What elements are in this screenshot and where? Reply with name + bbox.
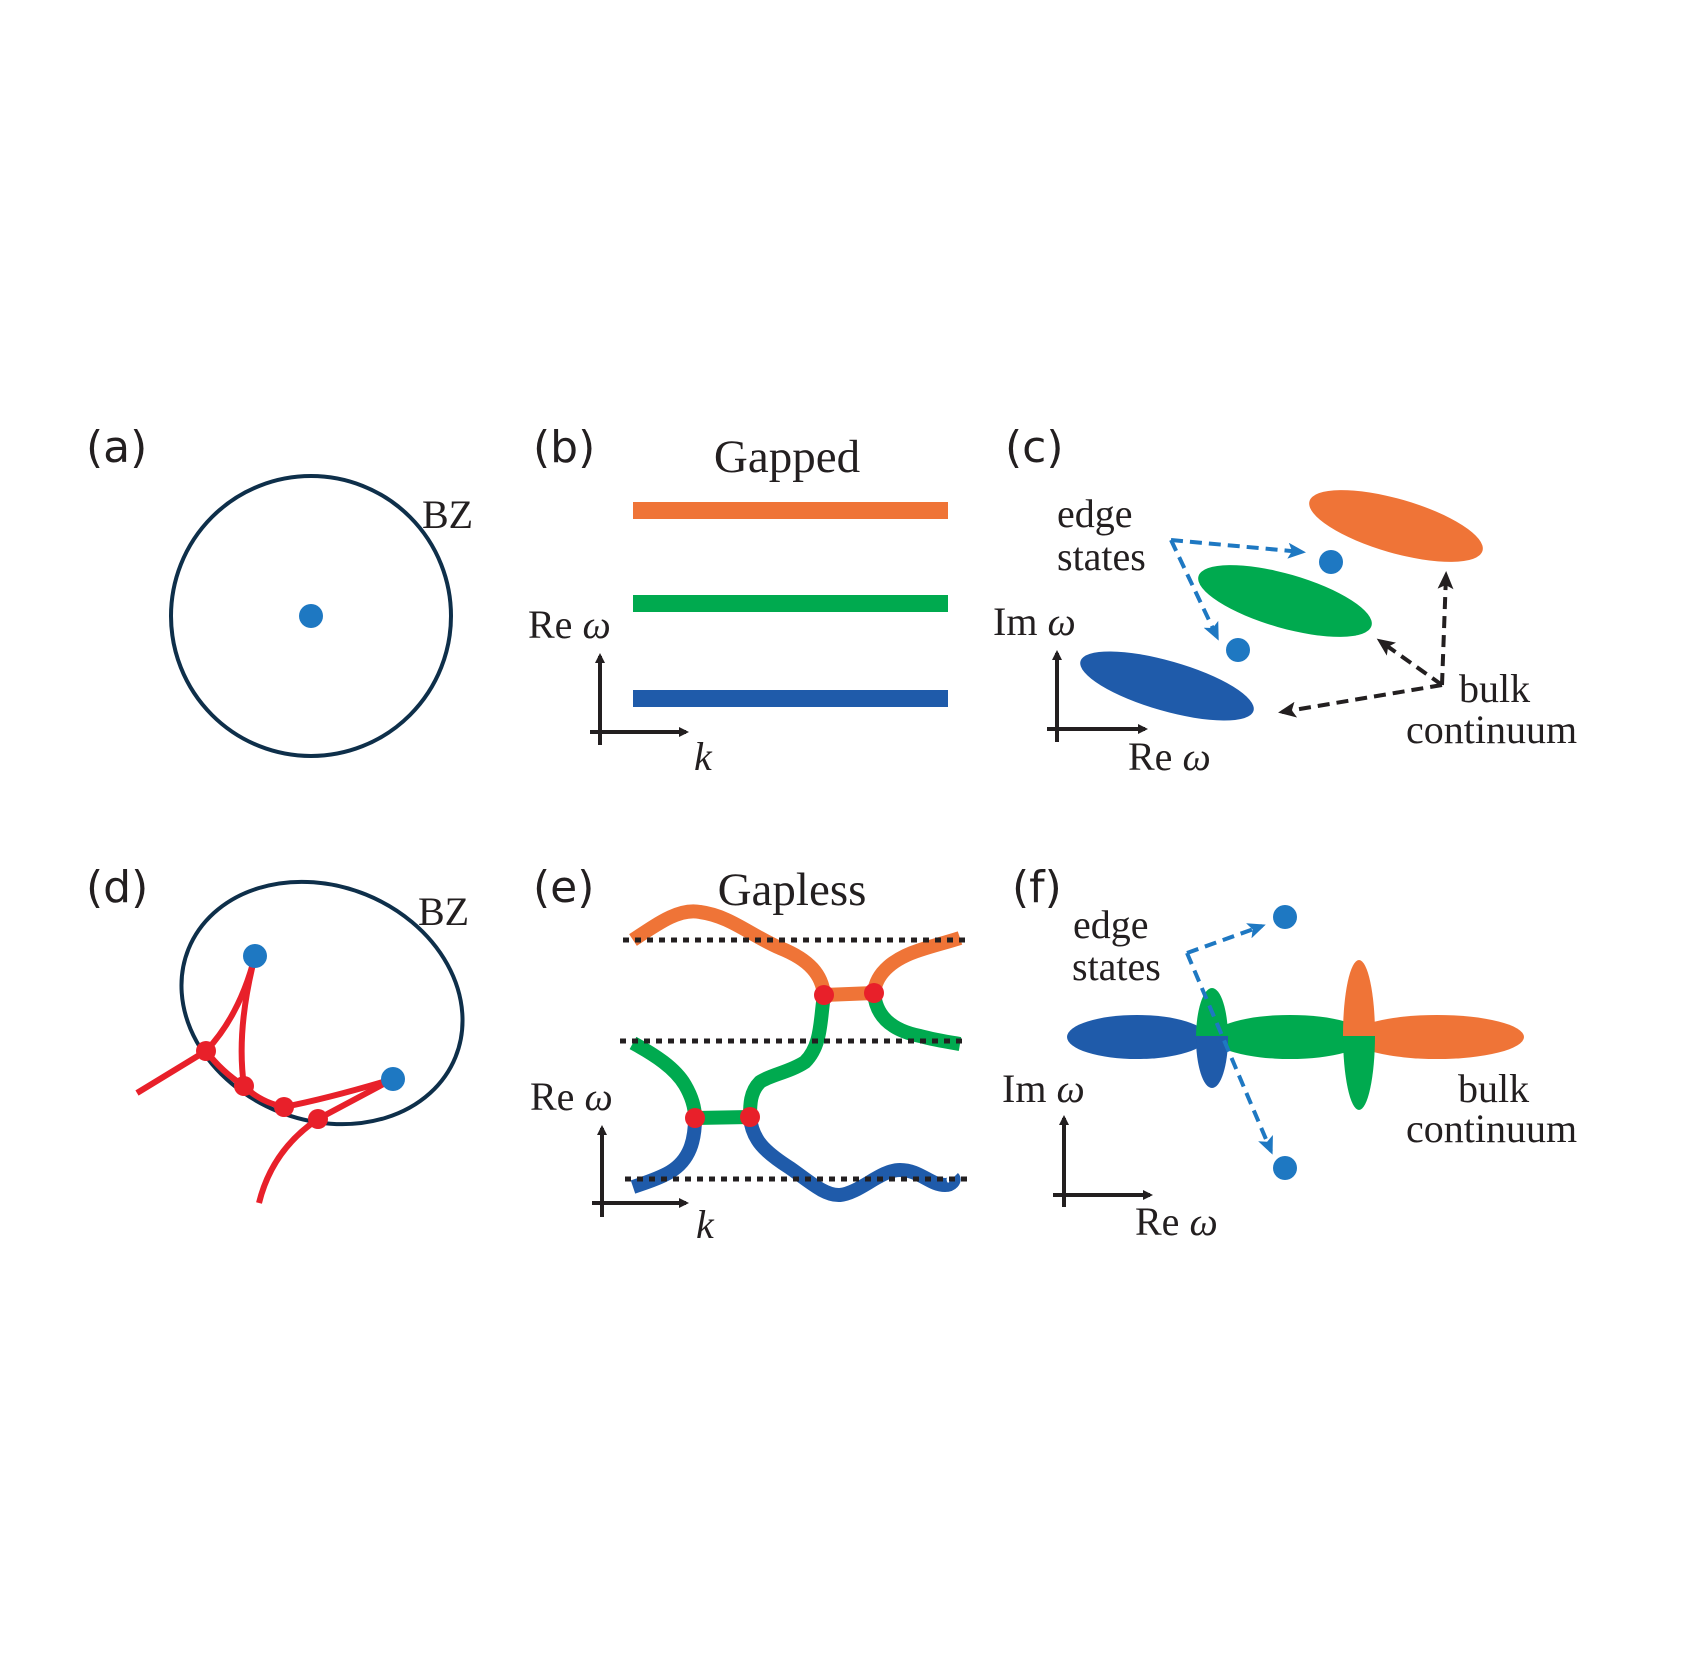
branch-cut-left [135,955,258,1096]
bulk-label: bulk [1459,666,1530,711]
re-omega-axis-label: Re ω [1128,734,1211,779]
bulk-ellipse-green [1198,565,1372,637]
exceptional-point-dot-2 [381,1067,405,1091]
vertical-ellipse-left-bottom [1196,1036,1228,1088]
crossing-dot-2 [234,1076,254,1096]
exceptional-point-dot [299,604,323,628]
continuum-label: continuum [1406,707,1577,752]
panel-c: (c) edge states Im ω Re ω bulk continuum [993,422,1577,779]
band-blue-left [630,1117,702,1194]
panel-e-label: (e) [533,862,594,913]
panel-f-label: (f) [1012,862,1062,913]
branch-cut-middle [238,955,394,1111]
edge-arrow-upper [1186,923,1266,955]
edge-arrow-upper [1170,538,1306,559]
im-omega-axis-label: Im ω [993,599,1076,644]
bulk-arrow-blue [1278,683,1443,718]
band-orange [633,502,948,519]
panel-a: (a) BZ [86,422,473,758]
bulk-arrow-green [1376,638,1444,687]
crossing-dot-4 [740,1107,760,1127]
exceptional-point-dot-1 [243,944,267,968]
edge-arrow-lower [1185,952,1273,1155]
bulk-arrow-orange [1437,571,1454,686]
brillouin-zone-circle [169,474,453,758]
panel-b: (b) Gapped Re ω k [528,422,948,779]
re-omega-axis-label: Re ω [530,1074,613,1119]
panel-b-label: (b) [533,422,595,473]
band-blue [633,690,948,707]
states-label: states [1072,944,1161,989]
bulk-ellipse-blue [1067,1015,1207,1059]
panel-d: (d) BZ [86,862,469,1204]
band-green-middle [743,993,831,1118]
bulk-ellipse-orange [1309,490,1483,562]
crossing-dot-1 [196,1041,216,1061]
bulk-ellipse-orange [1350,1015,1524,1059]
states-label: states [1057,534,1146,579]
branch-cuts [135,955,395,1204]
edge-state-dot-lower [1226,638,1250,662]
bulk-label: bulk [1458,1066,1529,1111]
im-omega-axis-label: Im ω [1002,1066,1085,1111]
bz-label: BZ [418,889,469,934]
bulk-ellipse-green [1212,1015,1368,1059]
edge-state-dot-upper [1319,550,1343,574]
edge-label: edge [1057,491,1133,536]
band-green-left [629,1036,702,1119]
band-green [633,595,948,612]
vertical-ellipse-right-bottom [1343,1036,1375,1110]
gapless-title: Gapless [718,864,867,916]
crossing-dot-3 [685,1108,705,1128]
edge-label: edge [1073,902,1149,947]
gapped-title: Gapped [714,431,860,483]
edge-state-dot-lower [1273,1156,1297,1180]
panel-c-label: (c) [1005,422,1064,473]
panel-e: (e) Gapless Re ω k [530,862,968,1247]
vertical-ellipse-right-top [1343,960,1375,1036]
crossing-dot-3 [274,1097,294,1117]
band-green-right [867,991,962,1051]
crossing-dot-1 [814,985,834,1005]
panel-f: (f) edge states Im ω Re ω bulk continuum [1002,862,1577,1244]
crossing-dot-4 [308,1109,328,1129]
continuum-label: continuum [1406,1106,1577,1151]
band-orange-left [629,904,831,997]
bz-label: BZ [422,492,473,537]
k-axis-label: k [694,734,713,779]
re-omega-axis-label: Re ω [528,602,611,647]
edge-state-dot-upper [1273,905,1297,929]
re-omega-axis-label: Re ω [1135,1199,1218,1244]
band-orange-right [867,931,963,995]
band-blue-right [743,1116,961,1202]
crossing-dot-2 [864,983,884,1003]
bulk-ellipse-blue [1080,651,1254,721]
k-axis-label: k [696,1202,715,1247]
panel-d-label: (d) [86,862,148,913]
panel-a-label: (a) [86,422,147,473]
